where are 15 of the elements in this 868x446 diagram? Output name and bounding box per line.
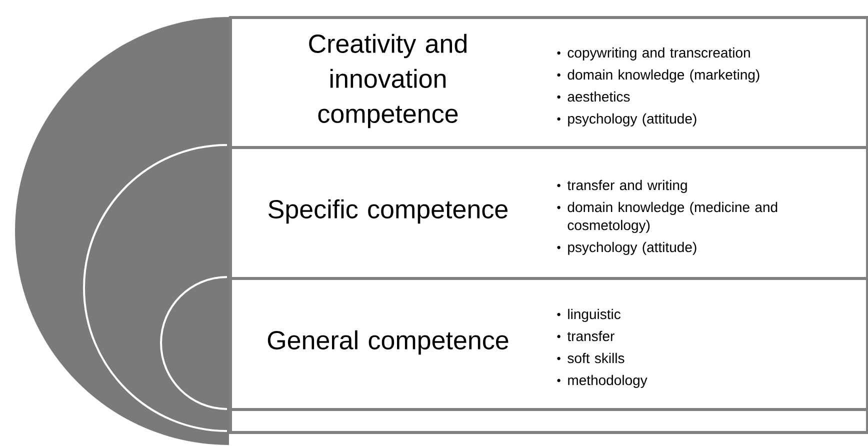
bullet-item: copywriting and transcreation <box>557 47 750 60</box>
bullet-item: soft skills <box>557 352 624 364</box>
bullet-item: methodology <box>557 374 648 388</box>
empty-box <box>229 408 868 434</box>
heading: Specific competence <box>268 199 508 224</box>
bullet-item: domain knowledge (marketing) <box>557 69 760 82</box>
heading: Creativity and innovation competence <box>309 34 466 128</box>
bullet-item: domain knowledge (medicine and cosmetology) <box>557 202 778 233</box>
bullet-item: psychology (attitude) <box>557 113 696 126</box>
bullet-item: aesthetics <box>557 91 630 102</box>
bullet-item: psychology (attitude) <box>557 242 696 255</box>
bullet-item: linguistic <box>557 308 620 322</box>
bullet-item: transfer <box>557 330 614 342</box>
heading: General competence <box>268 330 508 355</box>
bullet-item: transfer and writing <box>557 180 687 193</box>
